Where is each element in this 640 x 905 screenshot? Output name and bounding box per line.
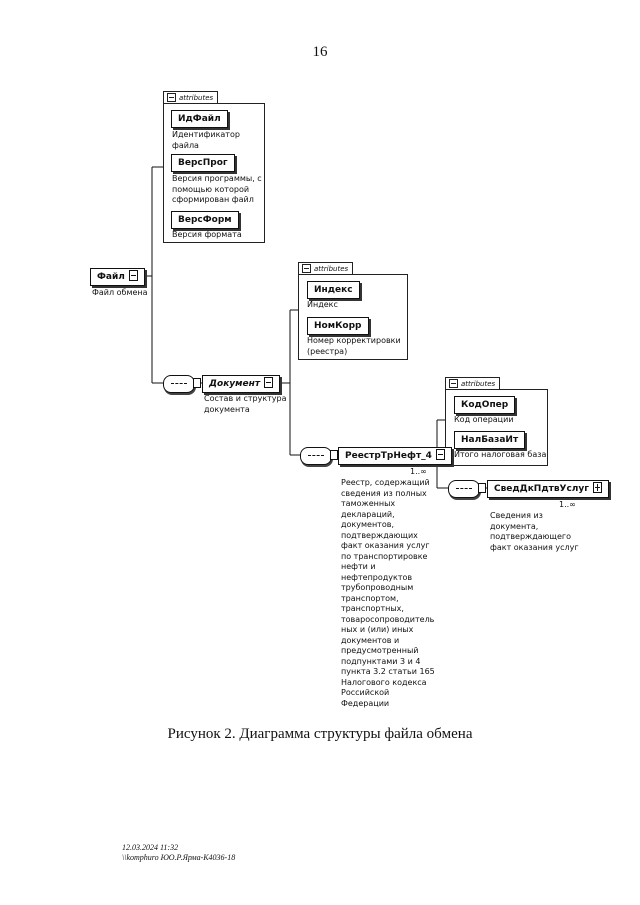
attributes-panel-registry: КодОпер Код операции НалБазаИт Итого нал… bbox=[445, 389, 548, 466]
registry-multiplicity: 1..∞ bbox=[410, 467, 427, 476]
services-multiplicity: 1..∞ bbox=[559, 500, 576, 509]
attribute-kodoper-description: Код операции bbox=[454, 415, 514, 424]
collapse-icon[interactable] bbox=[435, 449, 445, 460]
collapse-icon[interactable] bbox=[449, 378, 458, 388]
attribute-nalbazait-description: Итого налоговая база bbox=[454, 450, 547, 459]
attribute-nalbazait[interactable]: НалБазаИт bbox=[454, 431, 526, 449]
footer: 12.03.2024 11:32 \\komphuro ЮО.Р.Ярма-К4… bbox=[122, 843, 235, 863]
collapse-icon[interactable] bbox=[128, 270, 138, 281]
sequence-compositor-icon bbox=[163, 375, 195, 393]
collapse-icon[interactable] bbox=[302, 263, 311, 273]
expand-icon[interactable] bbox=[592, 482, 602, 493]
attribute-versform-description: Версия формата bbox=[172, 230, 242, 239]
attributes-tab-document[interactable]: attributes bbox=[298, 262, 354, 275]
figure-caption: Рисунок 2. Диаграмма структуры файла обм… bbox=[167, 726, 473, 742]
footer-path: \\komphuro ЮО.Р.Ярма-К4036-18 bbox=[122, 853, 236, 862]
sequence-compositor-icon bbox=[448, 480, 480, 498]
attribute-versprog-description: Версия программы, с помощью которой сфор… bbox=[172, 174, 262, 204]
collapse-icon[interactable] bbox=[264, 377, 274, 388]
element-fail-description: Файл обмена bbox=[92, 288, 148, 297]
attribute-idfail-description: Идентификатор файла bbox=[172, 130, 240, 150]
attribute-idfail[interactable]: ИдФайл bbox=[171, 110, 228, 128]
element-fail[interactable]: Файл bbox=[90, 268, 145, 286]
attribute-kodoper[interactable]: КодОпер bbox=[454, 396, 516, 414]
attributes-panel-document: Индекс Индекс НомКорр Номер корректировк… bbox=[298, 274, 408, 360]
attribute-nomkorr-description: Номер корректировки (реестра) bbox=[307, 336, 401, 356]
sequence-collapse-icon[interactable] bbox=[478, 483, 486, 493]
attribute-indeks[interactable]: Индекс bbox=[307, 281, 360, 299]
attributes-panel-root: ИдФайл Идентификатор файла ВерсПрог Верс… bbox=[163, 103, 265, 243]
element-sveddkpdtvuslug-description: Сведения из документа, подтверждающего ф… bbox=[490, 511, 579, 552]
element-sveddkpdtvuslug[interactable]: СведДкПдтвУслуг bbox=[487, 480, 609, 498]
sequence-collapse-icon[interactable] bbox=[330, 450, 338, 460]
attribute-nomkorr[interactable]: НомКорр bbox=[307, 317, 369, 335]
collapse-icon[interactable] bbox=[167, 92, 176, 102]
element-reestrtrneft[interactable]: РеестрТрНефт_4 bbox=[338, 447, 452, 465]
sequence-collapse-icon[interactable] bbox=[193, 378, 201, 388]
page-number: 16 bbox=[312, 44, 328, 60]
element-dokument[interactable]: Документ bbox=[202, 375, 281, 393]
attributes-tab-registry[interactable]: attributes bbox=[445, 377, 501, 390]
attribute-versprog[interactable]: ВерсПрог bbox=[171, 154, 235, 172]
sequence-compositor-icon bbox=[300, 447, 332, 465]
element-dokument-description: Состав и структура документа bbox=[204, 394, 287, 414]
footer-timestamp: 12.03.2024 11:32 bbox=[122, 843, 179, 852]
element-reestrtrneft-description: Реестр, содержащий сведения из полных та… bbox=[341, 478, 435, 708]
attributes-tab-root[interactable]: attributes bbox=[163, 91, 219, 104]
attribute-versform[interactable]: ВерсФорм bbox=[171, 211, 239, 229]
attribute-indeks-description: Индекс bbox=[307, 300, 338, 309]
